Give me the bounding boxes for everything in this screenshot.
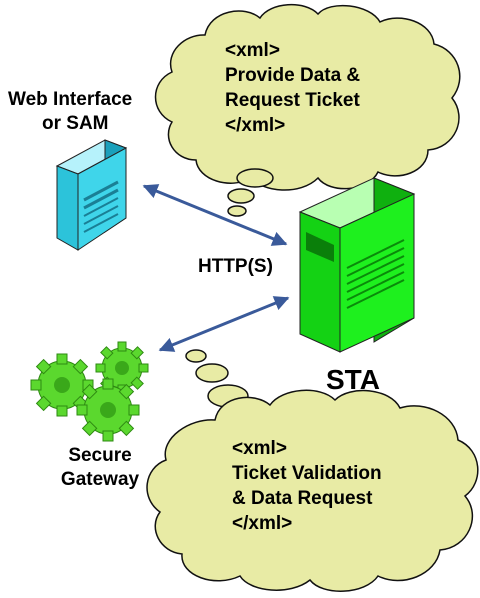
top-cloud-line: </xml> [225, 115, 286, 136]
secure-gateway-label-line1: Secure [68, 445, 132, 466]
bottom-cloud-text: <xml> Ticket Validation & Data Request <… [232, 436, 382, 536]
thought-bubble-dot [236, 168, 274, 188]
web-interface-label-line2: or SAM [42, 113, 109, 134]
top-cloud-text: <xml> Provide Data & Request Ticket </xm… [225, 38, 360, 138]
web-to-sta-arrow [142, 184, 288, 246]
web-interface-label-line1: Web Interface [8, 89, 133, 110]
top-cloud-line: Request Ticket [225, 90, 360, 111]
web-server-icon [55, 139, 128, 251]
secure-gateway-label-line2: Gateway [60, 469, 140, 490]
secure-gateway-label: Secure Gateway [52, 444, 148, 492]
bottom-cloud-line: & Data Request [232, 488, 373, 509]
bottom-cloud-line: </xml> [232, 513, 293, 534]
top-cloud-line: <xml> [225, 40, 280, 61]
gateway-gears-icon [30, 341, 149, 442]
top-cloud-line: Provide Data & [225, 65, 361, 86]
bottom-cloud-line: <xml> [232, 438, 287, 459]
thought-bubble-dot [227, 188, 255, 204]
thought-bubble-dot [185, 349, 207, 363]
bottom-thought-cloud [146, 349, 479, 592]
protocol-label: HTTP(S) [198, 256, 273, 277]
thought-bubble-dot [195, 363, 229, 383]
thought-bubble-dot [227, 205, 247, 217]
sta-server-icon [298, 177, 416, 353]
bottom-cloud-line: Ticket Validation [232, 463, 382, 484]
sta-label: STA [326, 364, 380, 395]
gateway-to-sta-arrow [158, 296, 290, 352]
web-interface-label: Web Interface or SAM [8, 88, 132, 136]
